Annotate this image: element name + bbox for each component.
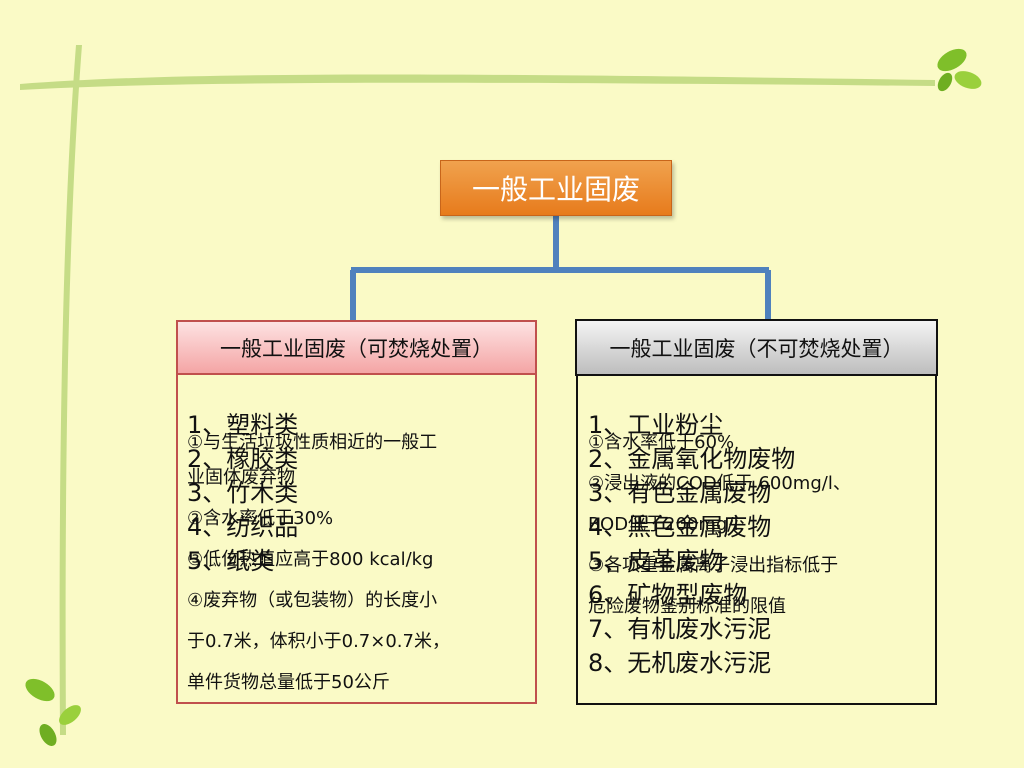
list-item: 单件货物总量低于50公斤 (187, 672, 390, 693)
right-body (576, 376, 937, 705)
list-item: ③各项重金属离子浸出指标低于 (588, 555, 839, 576)
list-item: 1、塑料类 (187, 411, 299, 439)
right-condition-list: ①含水率低于60% ②浸出液的COD低于 600mg/l、 BOD低于200mg… (588, 422, 851, 627)
list-item: 4、黑色金属废物 (588, 513, 772, 541)
list-item: 3、有色金属废物 (588, 479, 772, 507)
list-item: ②含水率低于30% (187, 508, 334, 529)
list-item: 业固体废弃物 (187, 467, 295, 488)
list-item: 3、竹木类 (187, 479, 299, 507)
leaf-icon-top (937, 48, 982, 92)
left-header: 一般工业固废（可焚烧处置） (176, 320, 537, 375)
list-item: ①含水率低于60% (588, 432, 735, 453)
list-item: 7、有机废水污泥 (588, 615, 772, 643)
list-item: 4、纺织品 (187, 513, 299, 541)
right-category-list: 1、工业粉尘 2、金属氧化物废物 3、有色金属废物 4、黑色金属废物 5、皮革废… (588, 408, 795, 680)
list-item: 5、皮革废物 (588, 547, 724, 575)
left-condition-list: ①与生活垃圾性质相近的一般工 业固体废弃物 ②含水率低于30% ③低位热值应高于… (187, 422, 450, 703)
list-item: ③低位热值应高于800 kcal/kg (187, 549, 434, 570)
root-node: 一般工业固废 (440, 160, 672, 216)
list-item: 危险废物鉴别标准的限值 (588, 596, 786, 617)
list-item: 6、矿物型废物 (588, 581, 748, 609)
list-item: 于0.7米，体积小于0.7×0.7米， (187, 631, 450, 652)
list-item: BOD低于200mg/l (588, 514, 739, 535)
left-body (176, 375, 537, 704)
list-item: 8、无机废水污泥 (588, 649, 772, 677)
left-category-list: 1、塑料类 2、橡胶类 3、竹木类 4、纺织品 5、纸类 (187, 408, 298, 578)
leaf-icon-bottom (25, 678, 81, 746)
list-item: 2、金属氧化物废物 (588, 445, 796, 473)
list-item: 2、橡胶类 (187, 445, 299, 473)
list-item: ①与生活垃圾性质相近的一般工 (187, 432, 438, 453)
right-header: 一般工业固废（不可焚烧处置） (575, 319, 938, 376)
list-item: 5、纸类 (187, 547, 275, 575)
list-item: 1、工业粉尘 (588, 411, 724, 439)
list-item: ④废弃物（或包装物）的长度小 (187, 590, 438, 611)
list-item: ②浸出液的COD低于 600mg/l、 (588, 473, 851, 494)
